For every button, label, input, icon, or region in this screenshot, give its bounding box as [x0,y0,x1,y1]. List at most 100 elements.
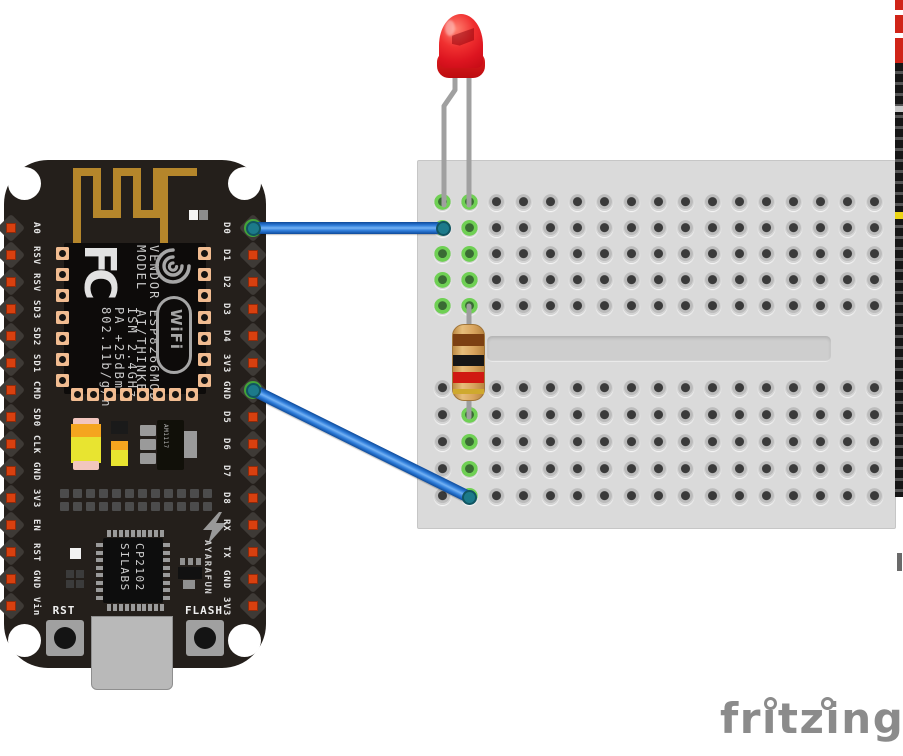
breadboard-hole-top-r2-c14 [785,219,803,237]
breadboard-hole-top-r2-c17 [866,219,884,237]
smd-part [199,210,208,220]
pin-d6 [248,439,258,449]
breadboard-hole-bottom-r2-c5 [541,406,559,424]
breadboard-hole-top-r3-c16 [839,245,857,263]
breadboard-hole-top-r1-c9 [649,193,667,211]
led-highlight [445,20,455,36]
breadboard-hole-top-r3-c3 [487,245,505,263]
pin-d7 [248,466,258,476]
solder-pad [112,501,121,511]
solder-pad [73,501,82,511]
pin-d5 [248,412,258,422]
resistor[interactable] [452,324,485,401]
solder-pad [177,489,186,498]
chip-pin [96,558,103,562]
breadboard-hole-bottom-r1-c13 [758,379,776,397]
solder-pad [60,501,69,511]
usb-uart-chip-label: SILABS CP2102 [118,543,146,592]
solder-pad [86,501,95,511]
breadboard-hole-bottom-r5-c14 [785,487,803,505]
flash-button-label: FLASH [184,604,224,617]
solder-pad [138,501,147,511]
breadboard-hole-bottom-r2-c9 [649,406,667,424]
solder-pad [190,489,199,498]
module-pad [71,388,83,401]
capacitor-cap [73,418,99,427]
breadboard-hole-bottom-r2-c1 [433,406,451,424]
pin-d8 [248,493,258,503]
cropped-part-red [895,0,903,63]
breadboard-hole-top-r1-c4 [514,193,532,211]
breadboard-hole-bottom-r3-c2 [460,433,478,451]
breadboard-hole-top-r2-c15 [812,219,830,237]
breadboard-hole-bottom-r2-c7 [595,406,613,424]
breadboard-hole-top-r5-c9 [649,297,667,315]
breadboard-hole-bottom-r4-c9 [649,460,667,478]
cropped-part-dash [897,553,902,571]
breadboard-hole-top-r1-c13 [758,193,776,211]
smd-part [66,570,74,578]
chip-pin [124,530,129,537]
chip-pin [118,604,123,611]
breadboard-hole-bottom-r3-c10 [677,433,695,451]
capacitor-cap [73,461,99,470]
chip-pin [163,588,170,592]
pin-sd3 [6,304,16,314]
solder-pad [99,489,108,498]
breadboard-hole-bottom-r4-c5 [541,460,559,478]
module-pad [153,388,165,401]
breadboard-hole-bottom-r1-c10 [677,379,695,397]
pcb-antenna-icon [73,168,197,245]
pin-gnd [248,574,258,584]
smd-part [66,580,74,588]
breadboard-hole-bottom-r3-c7 [595,433,613,451]
breadboard-hole-bottom-r2-c10 [677,406,695,424]
breadboard-hole-top-r4-c4 [514,271,532,289]
breadboard-hole-bottom-r3-c6 [568,433,586,451]
module-pad [87,388,100,401]
breadboard-hole-top-r1-c15 [812,193,830,211]
breadboard-hole-top-r3-c5 [541,245,559,263]
pin-label-rsv: RSV [31,245,41,266]
wifi-logo: WiFi [167,309,185,351]
breadboard-hole-top-r5-c4 [514,297,532,315]
wire-d0-to-led[interactable] [252,222,443,234]
module-pad [103,388,116,401]
module-pad [56,353,69,366]
pin-rsv [6,250,16,260]
pin-label-3v3: 3V3 [221,353,231,374]
pin-clk [6,439,16,449]
pin-rsv [6,277,16,287]
chip-pin [124,604,129,611]
mounting-hole [8,624,41,657]
breadboard-hole-bottom-r4-c6 [568,460,586,478]
pin-en [6,520,16,530]
breadboard-hole-top-r4-c17 [866,271,884,289]
breadboard-hole-top-r3-c6 [568,245,586,263]
chip-pin [154,530,159,537]
breadboard-hole-top-r3-c15 [812,245,830,263]
pin-d4 [248,331,258,341]
chip-pin [96,588,103,592]
breadboard-hole-bottom-r4-c3 [487,460,505,478]
module-pad [198,331,211,345]
breadboard-hole-top-r1-c11 [704,193,722,211]
cropped-part-tick [895,212,903,219]
chip-pin [148,530,153,537]
breadboard-hole-bottom-r4-c16 [839,460,857,478]
chip-pin [163,550,170,555]
breadboard-hole-bottom-r1-c15 [812,379,830,397]
pin-rst [6,547,16,557]
breadboard-hole-bottom-r3-c3 [487,433,505,451]
solder-pad [151,489,160,498]
breadboard-hole-bottom-r5-c5 [541,487,559,505]
breadboard-hole-top-r5-c14 [785,297,803,315]
breadboard-hole-top-r3-c14 [785,245,803,263]
breadboard-hole-bottom-r2-c16 [839,406,857,424]
chip-pin [118,530,123,537]
breadboard-hole-bottom-r3-c16 [839,433,857,451]
breadboard-hole-bottom-r3-c14 [785,433,803,451]
cropped-part-tick [895,106,903,112]
breadboard-hole-bottom-r3-c4 [514,433,532,451]
breadboard-hole-top-r4-c3 [487,271,505,289]
